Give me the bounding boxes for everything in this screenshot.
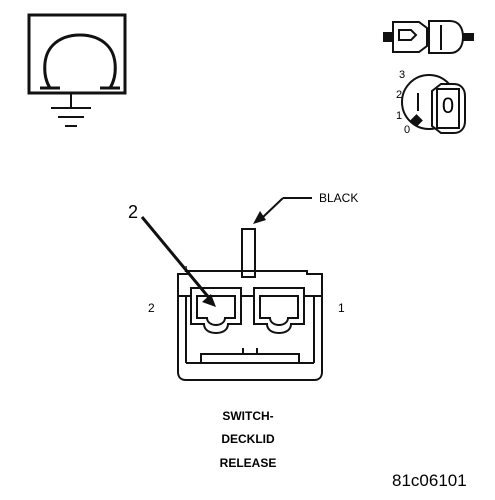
key-position-1: 1 — [396, 110, 402, 122]
key-position-2: 2 — [396, 89, 402, 101]
title-line-3: RELEASE — [220, 456, 277, 470]
ignition-key-icon: 3 2 1 0 0 — [396, 69, 466, 136]
wire-color-label: BLACK — [319, 191, 358, 205]
key-label: 0 — [442, 93, 454, 118]
callout-number: 2 — [128, 202, 138, 222]
pin-label-right: 1 — [338, 301, 345, 315]
title-line-2: DECKLID — [221, 432, 275, 446]
ohm-meter-icon — [27, 13, 127, 127]
figure-id: 81c06101 — [392, 471, 467, 490]
title-line-1: SWITCH- — [222, 409, 273, 423]
key-position-3: 3 — [399, 69, 405, 81]
decklid-release-switch-connector — [140, 197, 323, 381]
pin-label-top-small: 1 — [184, 265, 189, 274]
connector-icon — [383, 20, 474, 54]
key-position-0: 0 — [404, 124, 410, 136]
pin-label-left: 2 — [148, 301, 155, 315]
